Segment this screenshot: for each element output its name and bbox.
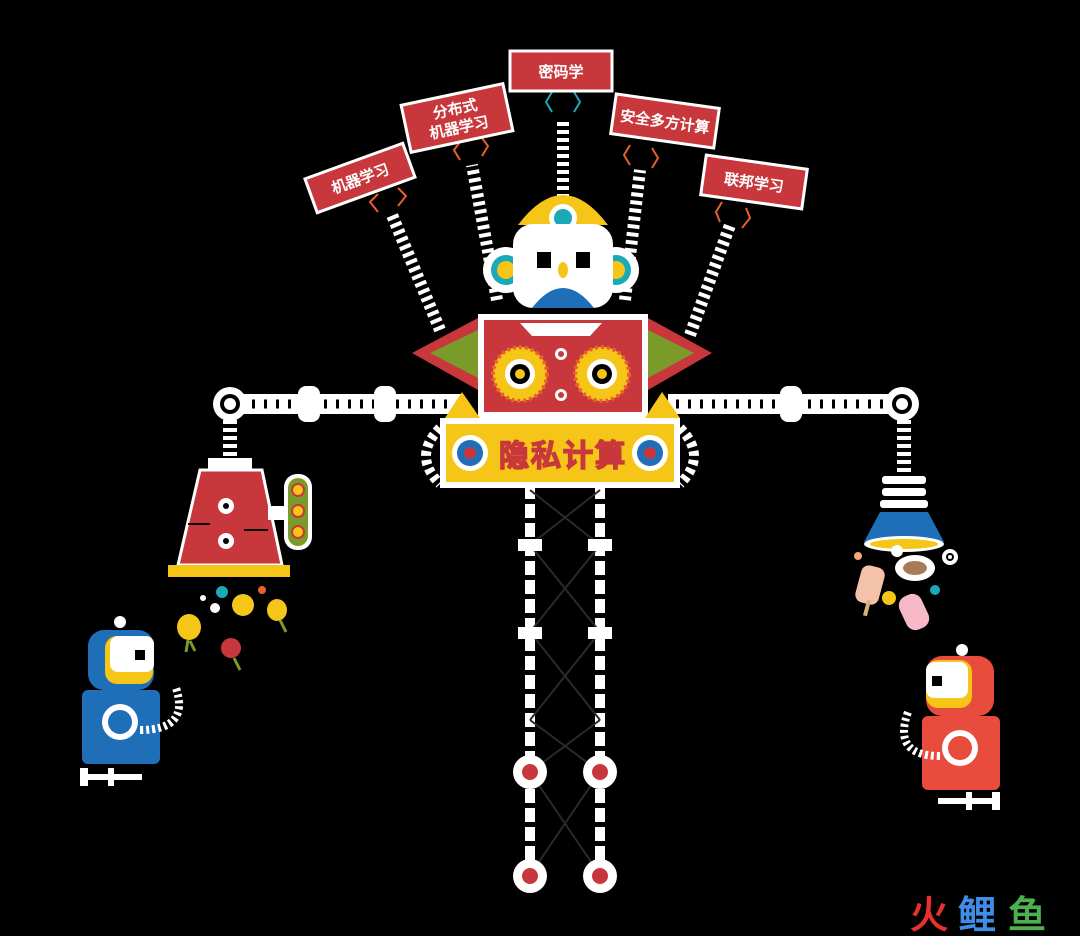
svg-text:火: 火	[910, 893, 948, 936]
fruit-icon	[177, 586, 288, 671]
horizontal-arm-left	[213, 386, 462, 422]
claw-icon	[368, 91, 752, 229]
robot-body	[412, 314, 712, 418]
sign-federated-learning: 联邦学习	[699, 153, 809, 211]
lamp-icon	[864, 420, 944, 552]
svg-text:隐私计算: 隐私计算	[499, 439, 627, 474]
sign-secure-mpc: 安全多方计算	[609, 92, 721, 150]
brand-watermark: 火 鲤 鱼	[910, 893, 1046, 936]
sign-machine-learning: 机器学习	[303, 141, 417, 215]
privacy-computing-banner: 隐私计算	[421, 418, 699, 488]
horizontal-arm-right	[668, 386, 919, 422]
sign-cryptography: 密码学	[508, 49, 614, 93]
svg-text:鱼: 鱼	[1008, 893, 1046, 936]
robot-head-icon	[483, 195, 639, 308]
blue-robot	[80, 616, 184, 786]
tower-bolt	[513, 755, 617, 893]
lattice-tower	[513, 485, 617, 893]
svg-text:密码学: 密码学	[538, 63, 583, 81]
red-robot	[900, 644, 1000, 810]
ice-cream-icon	[854, 545, 958, 631]
gear-icon	[491, 345, 549, 403]
left-dispenser	[168, 420, 312, 577]
gear-icon	[573, 345, 631, 403]
sign-distributed-ml: 分布式 机器学习	[399, 81, 515, 155]
svg-text:鲤: 鲤	[958, 893, 996, 936]
